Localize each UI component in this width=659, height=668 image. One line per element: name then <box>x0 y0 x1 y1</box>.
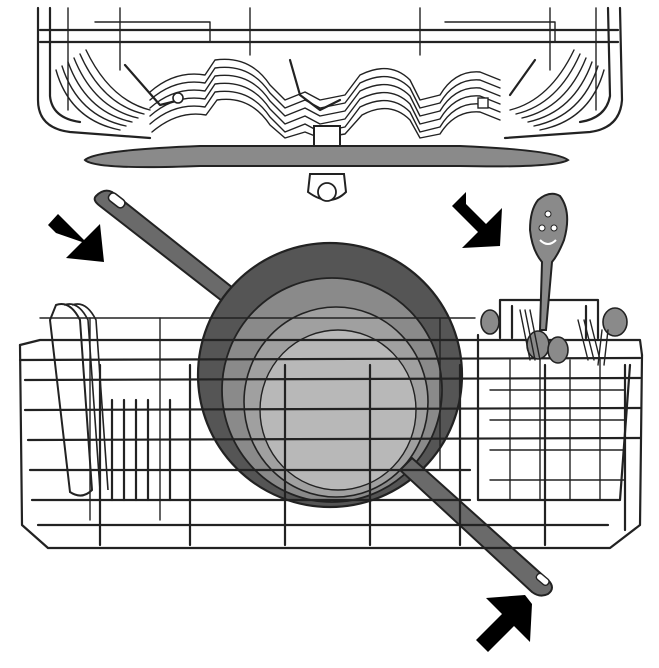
spray-arm <box>83 125 570 202</box>
silverware-basket <box>476 298 632 502</box>
arrow-up-left-icon <box>476 595 532 652</box>
direction-arrows <box>48 192 532 652</box>
upper-rack-right-cups <box>509 49 605 131</box>
serving-spoon <box>528 192 569 331</box>
plates <box>48 303 109 497</box>
skillet <box>93 189 553 597</box>
cutlery <box>480 307 628 366</box>
arrow-up-right-icon <box>48 214 104 262</box>
upper-rack-left-cups <box>55 49 151 131</box>
arrow-down-right-icon <box>452 192 502 248</box>
upper-rack <box>36 6 624 140</box>
lower-rack <box>18 192 644 550</box>
